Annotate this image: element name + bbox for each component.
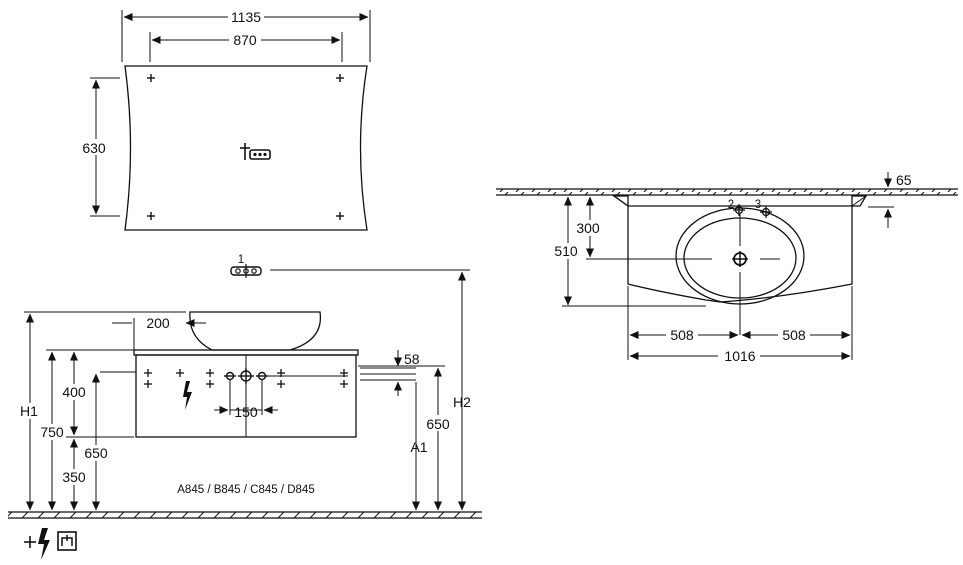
drain-icon (732, 251, 748, 267)
marker-3-label: 3 (755, 199, 761, 211)
h1-label: H1 (20, 403, 38, 419)
height-350-label: 350 (62, 469, 86, 485)
height-650-left-label: 650 (84, 445, 108, 461)
socket-icon (57, 531, 77, 551)
h2-label: H2 (453, 394, 471, 410)
mirror-width-outer-label: 1135 (231, 9, 261, 25)
floor-hatch (8, 512, 482, 518)
mirror-width-inner-label: 870 (233, 32, 257, 48)
light-switch-icon (240, 143, 271, 160)
height-750-label: 750 (40, 424, 64, 440)
electrical-supply-icon (183, 381, 192, 410)
wall-offset-label: 65 (896, 172, 912, 188)
spacing-label: 150 (234, 404, 258, 420)
half-width-right-label: 508 (782, 327, 806, 343)
vessel-basin (189, 311, 322, 351)
mounting-point-markers (147, 74, 344, 220)
bowl-offset-label: 200 (146, 315, 170, 331)
plan-view: 65 2 3 300 (496, 172, 958, 364)
height-650-right-label: 650 (426, 416, 450, 432)
mirror-outline (124, 65, 368, 231)
marker-1-label: 1 (238, 254, 244, 266)
mirror-view: 1135 870 630 (78, 8, 371, 231)
front-view: 1 H2 (8, 254, 482, 560)
mirror-height-label: 630 (82, 140, 106, 156)
wall-hatch (496, 189, 958, 195)
tap-hole-icons (733, 204, 772, 218)
connection-marker-1-icon (230, 264, 262, 278)
model-codes: A845 / B845 / C845 / D845 (177, 484, 314, 496)
depth-510-label: 510 (554, 243, 578, 259)
countertop-plan (611, 195, 868, 303)
marker-2-label: 2 (728, 199, 734, 211)
depth-300-label: 300 (576, 220, 600, 236)
water-connection-icons (224, 368, 268, 384)
half-width-left-label: 508 (670, 327, 694, 343)
height-400-label: 400 (62, 384, 86, 400)
fixing-point-markers (144, 369, 348, 388)
top-thickness-label: 58 (404, 351, 420, 367)
countertop (133, 349, 359, 356)
total-width-label: 1016 (724, 348, 755, 364)
legend-electrical-icon (24, 528, 50, 560)
a1-label: A1 (410, 439, 427, 455)
